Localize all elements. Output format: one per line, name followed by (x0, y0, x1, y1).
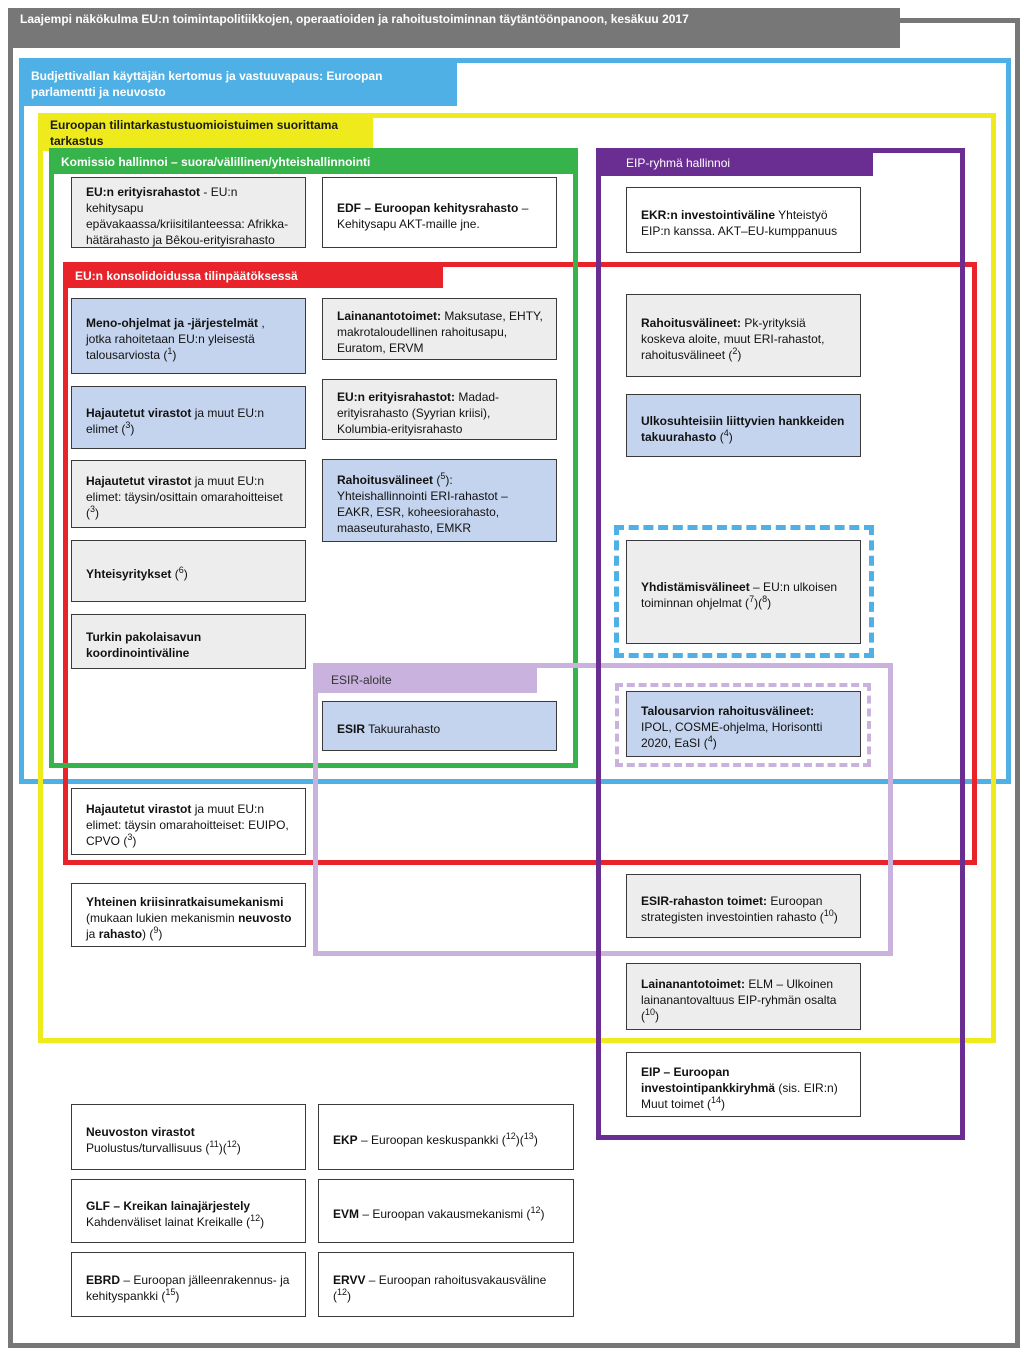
efsi-frame-label: ESIR-aloite (313, 663, 537, 693)
box-ebrd: EBRD – Euroopan jälleenrakennus- ja kehi… (71, 1252, 306, 1317)
box-council-agencies: Neuvoston virastot Puolustus/turvallisuu… (71, 1104, 306, 1170)
box-turkey-refugee-facility: Turkin pakolaisavun koordinointiväline (71, 614, 306, 669)
box-financial-instruments-shared: Rahoitusvälineet (5): Yhteishallinnointi… (322, 459, 557, 542)
box-eu-trust-funds-madad: EU:n erityisrahastot: Madad-erityisrahas… (322, 379, 557, 440)
box-edf: EDF – Euroopan kehitysrahasto – Kehitysa… (322, 177, 557, 248)
box-blending-facilities: Yhdistämisvälineet – EU:n ulkoisen toimi… (626, 540, 861, 644)
box-joint-undertakings: Yhteisyritykset (6) (71, 540, 306, 602)
box-decentralised-agencies: Hajautetut virastot ja muut EU:n elimet … (71, 386, 306, 449)
box-agencies-fully-self-financed: Hajautetut virastot ja muut EU:n elimet:… (71, 788, 306, 855)
box-efsi-operations: ESIR-rahaston toimet: Euroopan strategis… (626, 874, 861, 938)
efsi-frame (313, 663, 893, 956)
box-elm-lending: Lainanantotoimet: ELM – Ulkoinen lainana… (626, 963, 861, 1030)
budget-fi-dashed-frame (615, 683, 871, 767)
box-edf-investment-facility: EKR:n investointiväline Yhteistyö EIP:n … (626, 187, 861, 253)
commission-frame-label: Komissio hallinnoi – suora/välillinen/yh… (49, 148, 578, 174)
eib-frame-label: EIP-ryhmä hallinnoi (596, 148, 873, 176)
box-budget-financial-instruments: Talousarvion rahoitusvälineet: IPOL, COS… (626, 691, 861, 757)
audit-frame (38, 113, 996, 1043)
budget-frame (19, 58, 1011, 784)
box-efsi-guarantee-fund: ESIR Takuurahasto (322, 701, 557, 751)
box-guarantee-fund-external: Ulkosuhteisiin liittyvien hankkeiden tak… (626, 394, 861, 457)
box-spending-programmes: Meno-ohjelmat ja -järjestelmät , jotka r… (71, 298, 306, 374)
box-lending-operations: Lainanantotoimet: Maksutase, EHTY, makro… (322, 298, 557, 360)
budget-frame-label: Budjettivallan käyttäjän kertomus ja vas… (19, 58, 457, 106)
box-single-resolution-mechanism: Yhteinen kriisinratkaisumekanismi (mukaa… (71, 883, 306, 947)
box-glf-greek-loan: GLF – Kreikan lainajärjestely Kahdenväli… (71, 1179, 306, 1243)
box-agencies-self-financed: Hajautetut virastot ja muut EU:n elimet:… (71, 460, 306, 528)
box-esm: EVM – Euroopan vakausmekanismi (12) (318, 1179, 574, 1243)
box-efsf: ERVV – Euroopan rahoitusvakausväline (12… (318, 1252, 574, 1317)
outer-frame-label: Laajempi näkökulma EU:n toimintapolitiik… (8, 8, 900, 48)
consolidated-frame (63, 262, 977, 865)
audit-frame-label: Euroopan tilintarkastustuomioistuimen su… (38, 113, 373, 151)
box-financial-instruments-eib: Rahoitusvälineet: Pk-yrityksiä koskeva a… (626, 294, 861, 377)
box-eib-group: EIP – Euroopan investointipankkiryhmä (s… (626, 1052, 861, 1117)
box-ecb: EKP – Euroopan keskuspankki (12)(13) (318, 1104, 574, 1170)
box-eu-trust-funds-development: EU:n erityisrahastot - EU:n kehitysapu e… (71, 177, 306, 248)
consolidated-frame-label: EU:n konsolidoidussa tilinpäätöksessä (63, 262, 443, 288)
blending-dashed-frame (614, 525, 874, 658)
